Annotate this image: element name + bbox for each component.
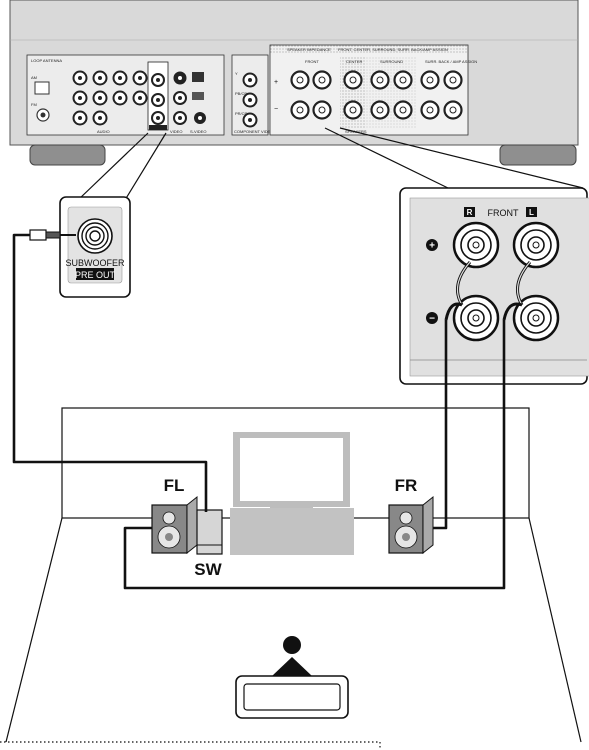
audio-label: AUDIO — [97, 129, 110, 134]
component-video-label: COMPONENT VIDEO — [234, 129, 274, 134]
svideo-label: S-VIDEO — [190, 129, 206, 134]
receiver-foot-right — [500, 145, 576, 165]
label-sw: SW — [194, 560, 222, 579]
panel-minus-sign: − — [274, 106, 278, 113]
panel-surrback-label: SURR. BACK / AMP ASSIGN — [425, 59, 477, 64]
l-badge: L — [529, 208, 534, 217]
minus-symbol: − — [429, 314, 435, 325]
pb-label: PB/CB — [235, 91, 247, 96]
fm-label: FM — [31, 102, 37, 107]
subwoofer-rca-jack — [78, 219, 112, 253]
am-label: AM — [31, 75, 37, 80]
plus-symbol: + — [429, 241, 435, 252]
antenna-label: LOOP ANTENNA — [31, 58, 62, 63]
receiver-foot-left — [30, 145, 105, 165]
receiver-back-panel: LOOP ANTENNA AM FM AUDIO — [10, 0, 578, 165]
speaker-fr — [389, 497, 433, 553]
left-connector-block: LOOP ANTENNA AM FM AUDIO — [27, 55, 224, 135]
panel-front-label: FRONT — [305, 59, 319, 64]
pr-label: PR/CR — [235, 111, 248, 116]
y-label: Y — [235, 71, 238, 76]
callout-preout-label: PRE OUT — [75, 270, 116, 280]
front-center-label: FRONT, CENTER, SURROUND, SURR. BACK/AMP … — [338, 47, 448, 52]
room: FL FR SW — [0, 408, 581, 750]
tv — [230, 432, 354, 555]
panel-plus-sign: + — [274, 79, 278, 86]
label-fr: FR — [395, 476, 418, 495]
subwoofer-unit — [197, 510, 222, 554]
r-badge: R — [467, 208, 473, 217]
callout-subwoofer-label: SUBWOOFER — [65, 258, 125, 268]
speaker-fl — [152, 497, 197, 553]
front-terminals-callout: R FRONT L + − — [325, 128, 589, 384]
am-terminal — [35, 82, 49, 94]
listener-sofa — [236, 636, 348, 718]
callout-front-label: FRONT — [488, 208, 519, 218]
video-label: VIDEO — [170, 129, 182, 134]
speaker-impedance-label: SPEAKER IMPEDANCE — [287, 47, 331, 52]
label-fl: FL — [164, 476, 185, 495]
